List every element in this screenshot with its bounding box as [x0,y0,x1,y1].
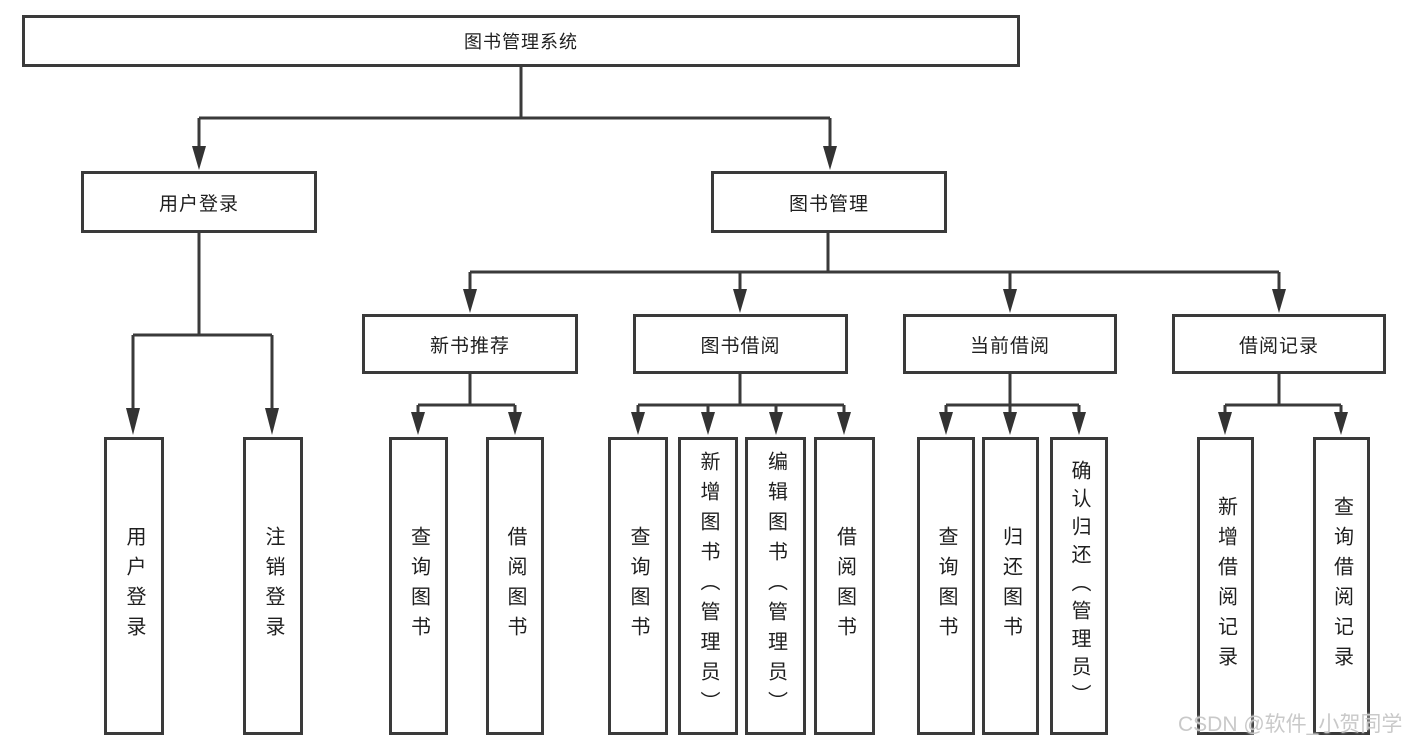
leaf-bb-borrow-books: 借阅图书 [814,437,875,735]
leaf-br-query-record-label: 查询借阅记录 [1330,496,1353,676]
leaf-bb-borrow-books-label: 借阅图书 [833,526,856,646]
leaf-cb-confirm-return-admin: 确认归还（管理员） [1050,437,1108,735]
node-user-login: 用户登录 [81,171,317,233]
leaf-user-login-label: 用户登录 [123,526,145,646]
leaf-rec-query-books: 查询图书 [389,437,448,735]
connector-userlogin-to-leaves [126,233,279,435]
leaf-rec-borrow-books-label: 借阅图书 [504,526,526,646]
connector-bookborrow-to-leaves [631,374,851,435]
leaf-bb-edit-books-admin: 编辑图书（管理员） [745,437,806,735]
leaf-br-add-record: 新增借阅记录 [1197,437,1254,735]
node-borrowing-records-label: 借阅记录 [1238,335,1319,357]
leaf-bb-add-books-admin: 新增图书（管理员） [678,437,738,735]
node-current-borrowing: 当前借阅 [903,314,1117,374]
node-book-borrowing: 图书借阅 [633,314,848,374]
node-user-login-label: 用户登录 [158,193,239,215]
node-root-label: 图书管理系统 [464,32,578,52]
node-new-book-recommend: 新书推荐 [362,314,578,374]
leaf-rec-borrow-books: 借阅图书 [486,437,544,735]
leaf-br-query-record: 查询借阅记录 [1313,437,1370,735]
connector-currentborrow-to-leaves [939,374,1086,435]
node-book-management-label: 图书管理 [788,193,869,215]
connector-borrowrecords-to-leaves [1218,374,1348,435]
leaf-bb-add-books-admin-label: 新增图书（管理员） [697,451,719,721]
node-root-library-system: 图书管理系统 [22,15,1020,67]
csdn-watermark: CSDN @软件_小贺同学 [1178,713,1403,736]
leaf-bb-edit-books-admin-label: 编辑图书（管理员） [764,451,787,721]
leaf-cb-query-books: 查询图书 [917,437,975,735]
leaf-bb-query-books: 查询图书 [608,437,668,735]
connector-bookmgmt-to-level3 [463,233,1286,313]
leaf-rec-query-books-label: 查询图书 [407,526,430,646]
leaf-logout: 注销登录 [243,437,303,735]
leaf-cb-return-books: 归还图书 [982,437,1039,735]
node-current-borrowing-label: 当前借阅 [969,335,1050,357]
node-new-book-recommend-label: 新书推荐 [429,335,510,357]
connector-newbookrec-to-leaves [411,374,522,435]
leaf-cb-return-books-label: 归还图书 [999,526,1022,646]
node-book-borrowing-label: 图书借阅 [700,335,781,357]
leaf-cb-query-books-label: 查询图书 [935,526,957,646]
leaf-user-login: 用户登录 [104,437,164,735]
node-book-management: 图书管理 [711,171,947,233]
leaf-bb-query-books-label: 查询图书 [627,526,649,646]
connector-root-to-level2 [192,65,837,170]
leaf-cb-confirm-return-admin-label: 确认归还（管理员） [1068,460,1090,712]
leaf-br-add-record-label: 新增借阅记录 [1214,496,1237,676]
node-borrowing-records: 借阅记录 [1172,314,1386,374]
leaf-logout-label: 注销登录 [262,526,284,646]
